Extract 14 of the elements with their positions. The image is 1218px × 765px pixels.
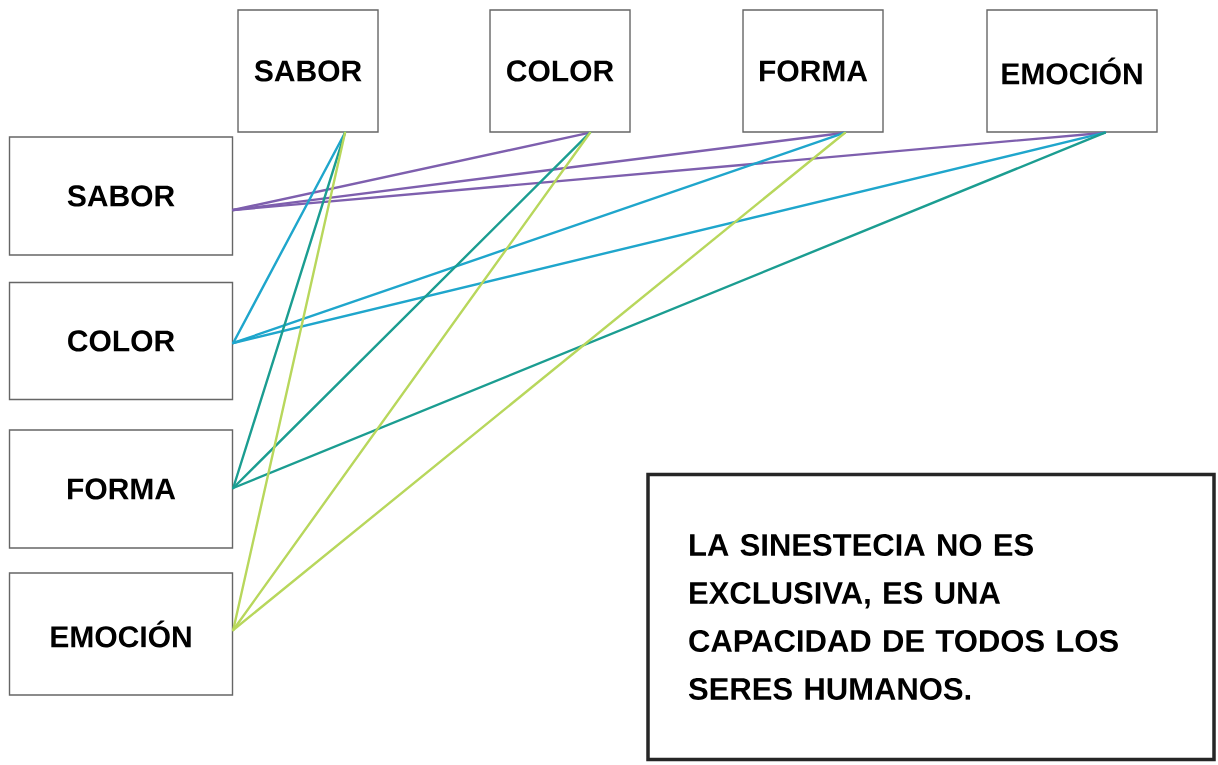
- category-box: EMOCIÓN: [986, 9, 1158, 133]
- connector-line: [232, 131, 1107, 490]
- category-box: COLOR: [489, 9, 631, 133]
- category-box: SABOR: [8, 136, 234, 256]
- category-box: EMOCIÓN: [8, 572, 234, 696]
- connector-line: [232, 131, 847, 632]
- connector-line: [232, 131, 347, 490]
- connector-line: [232, 131, 347, 632]
- category-box: FORMA: [8, 429, 234, 549]
- connector-line: [232, 131, 592, 490]
- category-box: FORMA: [742, 9, 884, 133]
- category-box: COLOR: [8, 281, 234, 401]
- category-box: SABOR: [237, 9, 379, 133]
- statement-box: LA SINESTECIA NO ES EXCLUSIVA, ES UNA CAPACIDAD DE TODOS LOS SERES HUMANOS.: [646, 472, 1216, 762]
